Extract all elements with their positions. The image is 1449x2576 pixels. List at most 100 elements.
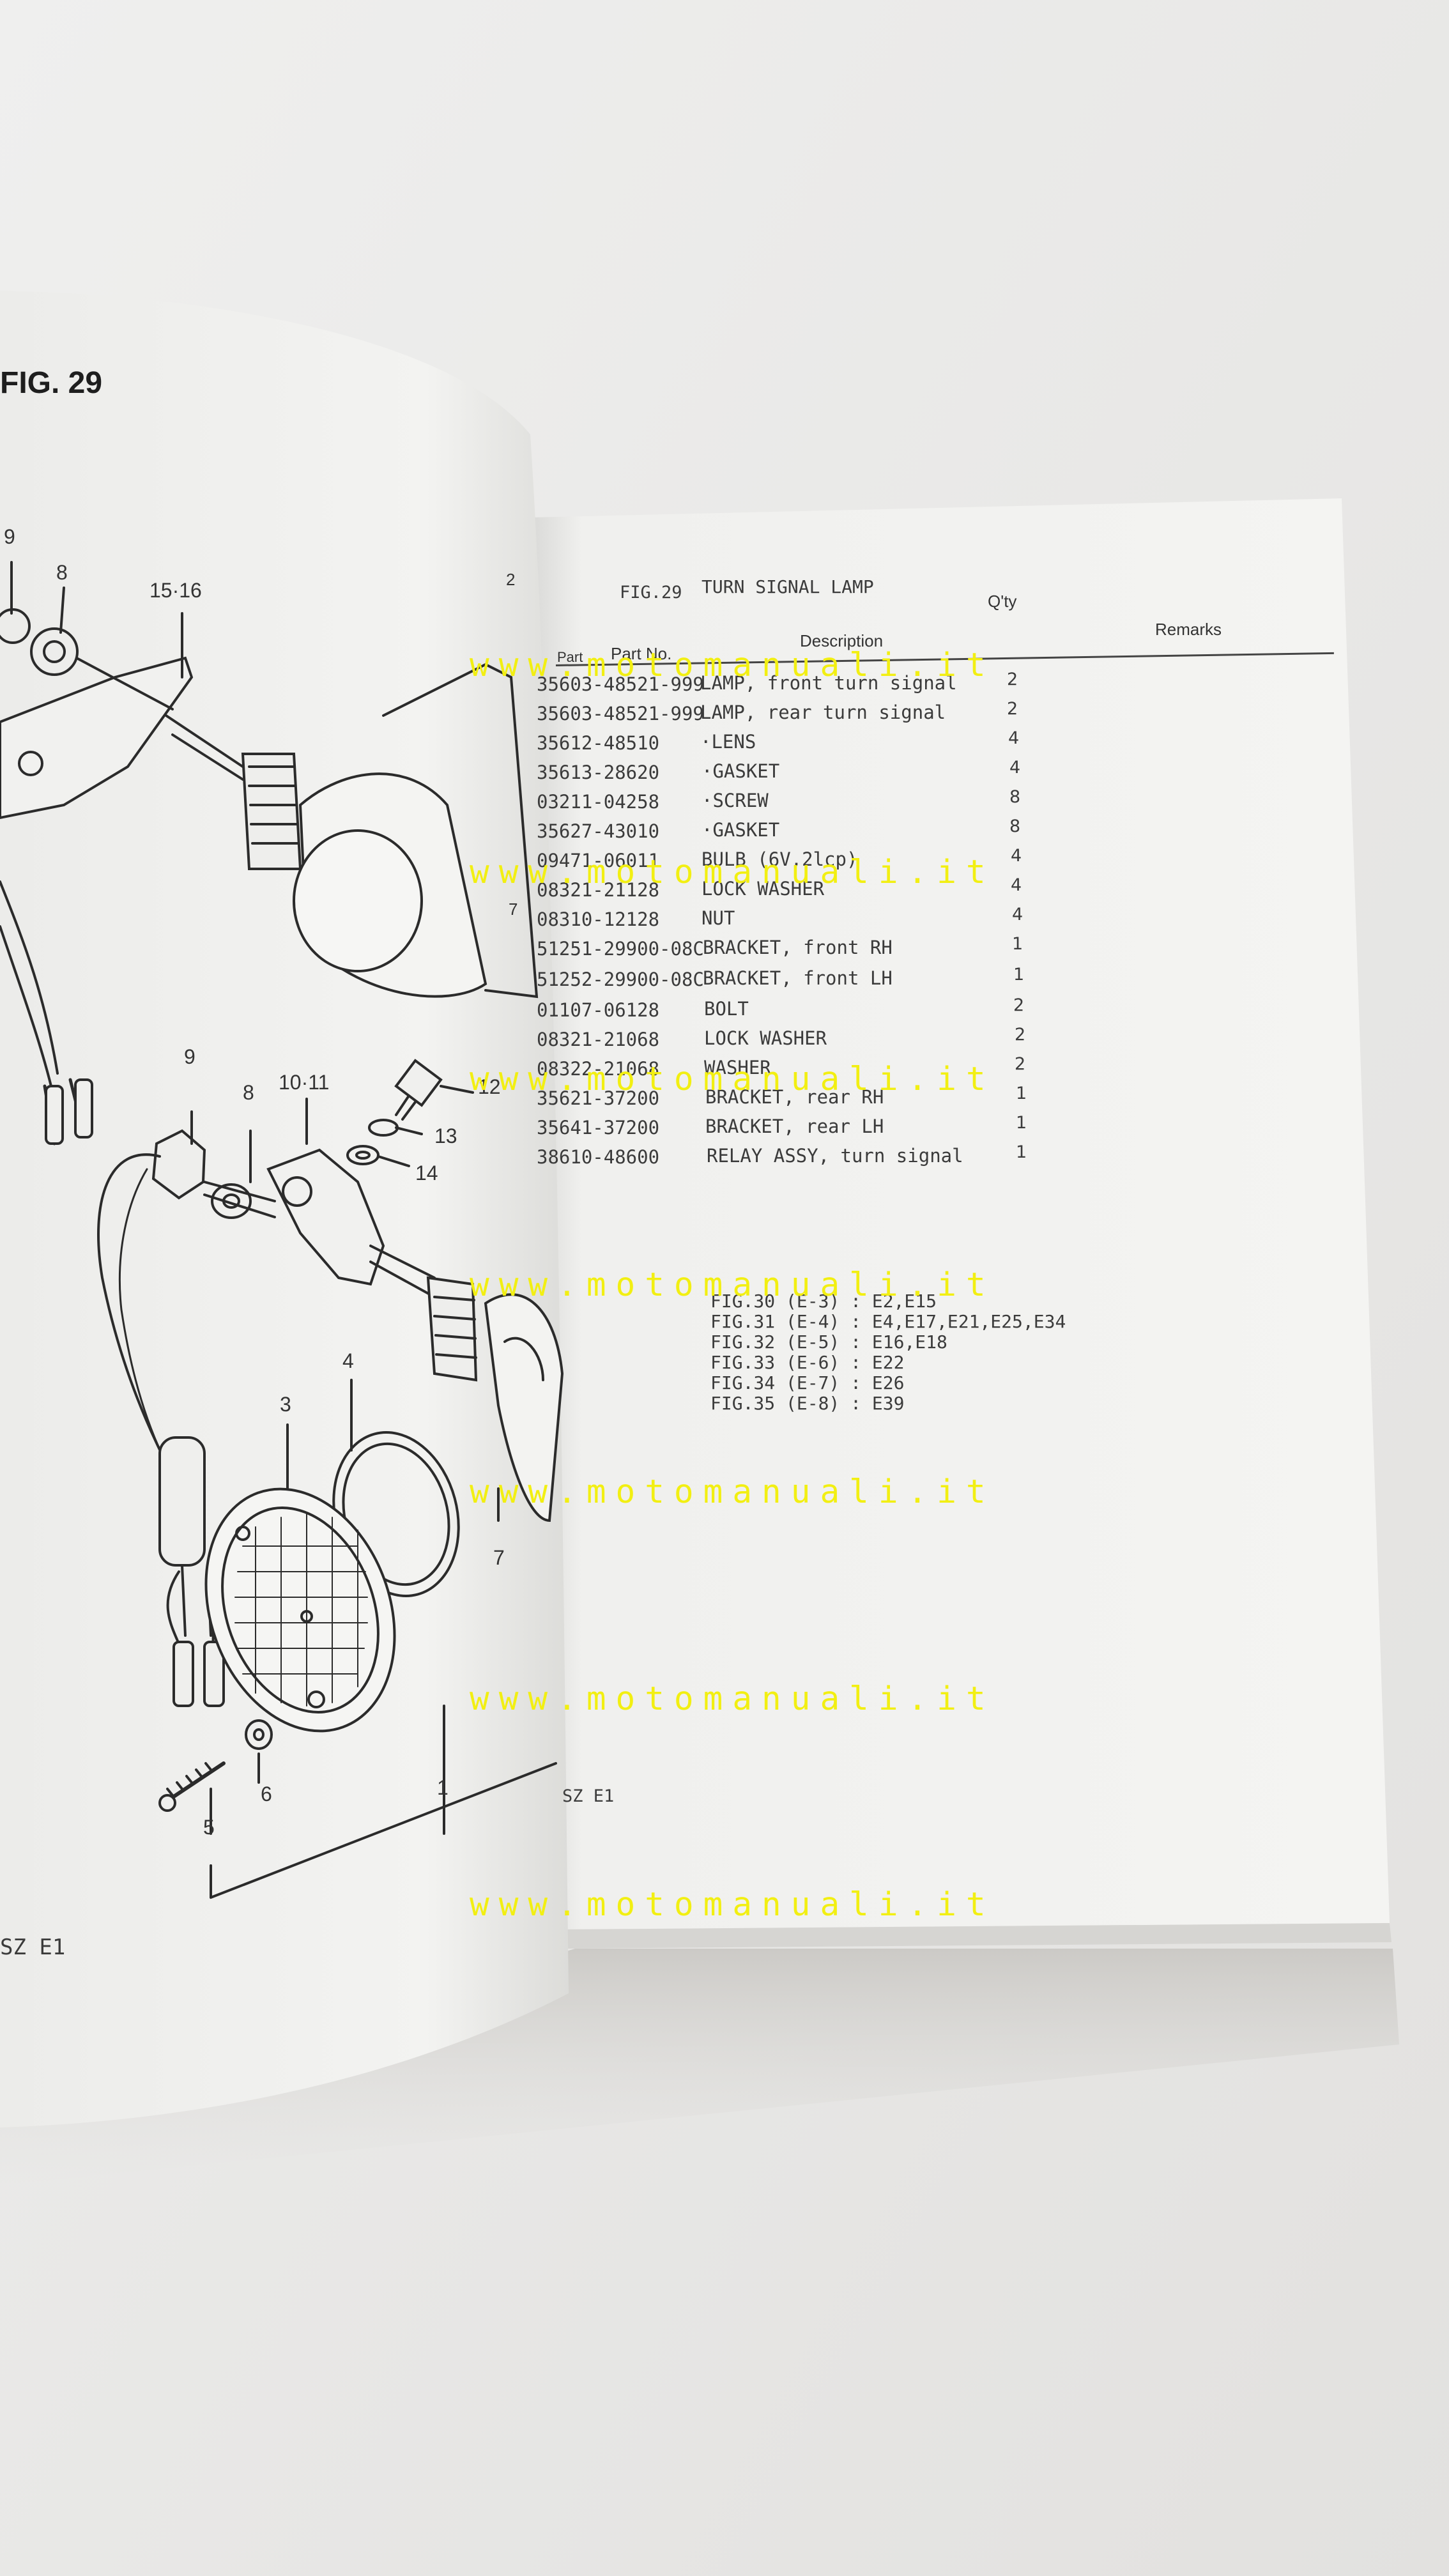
part-qty: 2	[1013, 995, 1025, 1015]
part-description: BRACKET, rear RH	[705, 1086, 884, 1108]
part-description: LAMP, front turn signal	[700, 672, 957, 694]
upper-bolt-stem	[165, 714, 244, 781]
part-qty: 1	[1012, 934, 1023, 954]
part-number: 35627-43010	[537, 820, 660, 842]
part-number: 51251-29900-08C	[537, 938, 704, 960]
part-number: 08322-21068	[537, 1058, 660, 1080]
fig-note: FIG.33 (E-6) : E22	[710, 1352, 905, 1373]
callout-7-upper: 7	[509, 900, 518, 919]
watermark: www.motomanuali.it	[470, 1886, 995, 1924]
part-description: LAMP, rear turn signal	[700, 702, 946, 723]
part-description: WASHER	[704, 1057, 771, 1078]
qty-header: Q'ty	[988, 592, 1017, 611]
callout-1: 1	[437, 1776, 448, 1799]
table-row: 35603-48521-999 LAMP, rear turn signal 2	[537, 699, 1176, 728]
part-qty: 4	[1011, 875, 1022, 895]
part-qty: 2	[1015, 1054, 1026, 1074]
part-description: BRACKET, front LH	[703, 967, 893, 989]
part-number: 35641-37200	[537, 1117, 660, 1138]
table-row: 51251-29900-08C BRACKET, front RH 1	[537, 934, 1176, 963]
table-row: 09471-06011 BULB (6V,2lcp) 4	[537, 846, 1176, 875]
watermark: www.motomanuali.it	[470, 1680, 995, 1718]
part-qty: 1	[1016, 1084, 1027, 1103]
watermark: www.motomanuali.it	[470, 1473, 995, 1511]
part-qty: 2	[1007, 699, 1018, 719]
callout-8-lower: 8	[243, 1081, 254, 1104]
part-number: 35603-48521-999	[537, 703, 704, 724]
part-description: ·GASKET	[702, 760, 780, 782]
callout-9-top: 9	[4, 525, 15, 548]
callout-7-lower: 7	[493, 1546, 505, 1569]
part-description: ·SCREW	[702, 790, 769, 811]
part-number: 08310-12128	[537, 908, 660, 930]
part-number: 35621-37200	[537, 1087, 660, 1109]
list-title: TURN SIGNAL LAMP	[702, 576, 874, 597]
watermark: www.motomanuali.it	[470, 854, 995, 891]
part-description: RELAY ASSY, turn signal	[707, 1145, 963, 1167]
part-qty: 8	[1009, 787, 1021, 807]
table-row: 08321-21068 LOCK WASHER 2	[537, 1025, 1176, 1054]
nut-9	[151, 1129, 206, 1200]
bolt-12	[394, 1059, 443, 1107]
exploded-parts-diagram	[0, 561, 564, 1899]
fig-label: FIG.29	[620, 583, 682, 602]
part-qty: 4	[1009, 758, 1021, 778]
watermark: www.motomanuali.it	[470, 647, 995, 684]
description-header: Description	[800, 631, 884, 650]
part-description: BRACKET, rear LH	[705, 1116, 884, 1137]
callout-2: 2	[506, 570, 516, 589]
part-qty: 8	[1009, 816, 1021, 836]
table-row: 35612-48510 ·LENS 4	[537, 728, 1176, 758]
table-row: 08322-21068 WASHER 2	[537, 1054, 1176, 1084]
fig-note: FIG.34 (E-7) : E26	[710, 1372, 905, 1393]
part-description: NUT	[702, 907, 735, 929]
part-qty: 4	[1012, 905, 1023, 924]
table-row: 35613-28620 ·GASKET 4	[537, 758, 1176, 787]
table-row: 38610-48600 RELAY ASSY, turn signal 1	[537, 1142, 1176, 1172]
part-number: 51252-29900-08C	[537, 969, 704, 990]
part-description: LOCK WASHER	[704, 1027, 827, 1049]
callout-6: 6	[261, 1782, 272, 1805]
table-row: 35641-37200 BRACKET, rear LH 1	[537, 1113, 1176, 1142]
callout-9-lower: 9	[184, 1045, 195, 1068]
table-row: 51252-29900-08C BRACKET, front LH 1	[537, 965, 1176, 994]
part-number: 08321-21068	[537, 1029, 660, 1050]
part-qty: 1	[1016, 1142, 1027, 1162]
callout-5: 5	[203, 1816, 215, 1839]
part-number: 35603-48521-999	[537, 673, 704, 695]
fig-note: FIG.30 (E-3) : E2,E15	[710, 1291, 937, 1312]
table-row: 35627-43010 ·GASKET 8	[537, 816, 1176, 846]
part-number: 03211-04258	[537, 791, 660, 813]
table-row: 03211-04258 ·SCREW 8	[537, 787, 1176, 816]
part-description: BOLT	[704, 998, 749, 1020]
table-row: 01107-06128 BOLT 2	[537, 995, 1176, 1025]
part-description: ·LENS	[700, 731, 756, 753]
part-qty: 1	[1013, 965, 1025, 985]
part-description: ·GASKET	[702, 819, 780, 841]
part-number: 35613-28620	[537, 762, 660, 783]
callout-13: 13	[434, 1124, 457, 1147]
figure-title: FIG. 29	[0, 366, 103, 400]
part-qty: 4	[1008, 728, 1020, 748]
callout-15-16: 15·16	[150, 579, 202, 602]
right-page: FIG.29 TURN SIGNAL LAMP Q'ty Part Part N…	[537, 511, 1393, 1936]
part-number: 01107-06128	[537, 999, 660, 1021]
part-header: Part	[557, 649, 583, 665]
callout-12: 12	[478, 1075, 501, 1098]
watermark: www.motomanuali.it	[470, 1266, 995, 1304]
lower-bracket	[266, 1148, 385, 1286]
table-row: 08310-12128 NUT 4	[537, 905, 1176, 934]
left-page: FIG. 29	[0, 0, 575, 2128]
part-description: LOCK WASHER	[702, 878, 825, 900]
table-row: 35621-37200 BRACKET, rear RH 1	[537, 1084, 1176, 1113]
lens-3	[204, 1487, 396, 1733]
upper-bracket	[0, 656, 194, 820]
right-footer: SZ E1	[562, 1786, 615, 1806]
part-number: 38610-48600	[537, 1146, 660, 1168]
part-number: 35612-48510	[537, 732, 660, 754]
fig-note: FIG.31 (E-4) : E4,E17,E21,E25,E34	[710, 1311, 1066, 1332]
watermark: www.motomanuali.it	[470, 1061, 995, 1098]
part-qty: 2	[1007, 670, 1018, 689]
